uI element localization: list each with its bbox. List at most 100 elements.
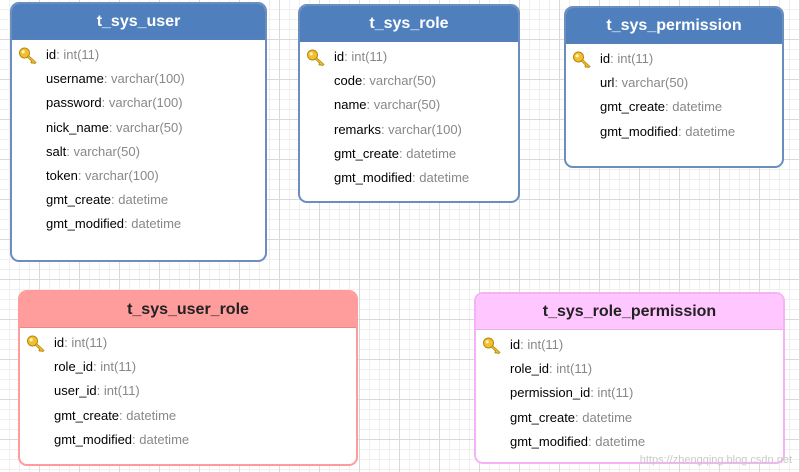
field-row[interactable]: id: int(11) bbox=[20, 331, 356, 355]
field-name: nick_name bbox=[46, 119, 109, 135]
field-name: gmt_create bbox=[54, 407, 120, 423]
field-row[interactable]: id: int(11) bbox=[476, 333, 783, 357]
field-type: : int(11) bbox=[590, 385, 634, 401]
field-name: id bbox=[600, 51, 611, 66]
field-type: : int(11) bbox=[96, 383, 140, 399]
field-type: : int(11) bbox=[64, 335, 108, 350]
field-type: : datetime bbox=[575, 409, 633, 425]
field-type: : datetime bbox=[588, 433, 646, 449]
field-row[interactable]: url: varchar(50) bbox=[566, 71, 782, 95]
field-name: username bbox=[46, 71, 104, 87]
field-type: : varchar(50) bbox=[366, 97, 441, 113]
field-name: gmt_modified bbox=[600, 123, 679, 139]
entity-t-sys-role-permission[interactable]: t_sys_role_permission id: int(11)role_id… bbox=[474, 292, 785, 464]
field-type: : varchar(50) bbox=[362, 73, 436, 89]
field-type: : varchar(100) bbox=[103, 71, 185, 87]
primary-key-icon bbox=[482, 336, 502, 355]
field-type: : int(11) bbox=[93, 359, 137, 375]
field-list: id: int(11)code: varchar(50)name: varcha… bbox=[300, 42, 518, 190]
field-row[interactable]: gmt_modified: datetime bbox=[300, 166, 518, 190]
field-type: : varchar(100) bbox=[77, 167, 159, 183]
field-name: salt bbox=[46, 143, 67, 159]
entity-title: t_sys_permission bbox=[566, 8, 782, 44]
field-type: : varchar(50) bbox=[614, 75, 689, 91]
field-name: gmt_create bbox=[46, 192, 112, 208]
field-row[interactable]: code: varchar(50) bbox=[300, 69, 518, 93]
field-row[interactable]: name: varchar(50) bbox=[300, 93, 518, 117]
field-name: id bbox=[334, 49, 345, 64]
field-type: : datetime bbox=[678, 123, 736, 139]
entity-title: t_sys_role bbox=[300, 6, 518, 42]
field-row[interactable]: gmt_modified: datetime bbox=[12, 212, 265, 236]
field-name: permission_id bbox=[510, 385, 591, 401]
field-name: id bbox=[510, 337, 521, 352]
entity-t-sys-role[interactable]: t_sys_role id: int(11)code: varchar(50)n… bbox=[298, 4, 520, 203]
field-row[interactable]: user_id: int(11) bbox=[20, 379, 356, 403]
field-row[interactable]: salt: varchar(50) bbox=[12, 140, 265, 164]
field-list: id: int(11)role_id: int(11)permission_id… bbox=[476, 330, 783, 454]
field-name: gmt_modified bbox=[54, 431, 133, 447]
field-type: : varchar(100) bbox=[380, 121, 462, 137]
field-name: role_id bbox=[54, 359, 94, 375]
field-name: gmt_create bbox=[334, 145, 400, 161]
field-row[interactable]: id: int(11) bbox=[12, 43, 265, 67]
field-row[interactable]: gmt_create: datetime bbox=[300, 142, 518, 166]
entity-t-sys-user-role[interactable]: t_sys_user_role id: int(11)role_id: int(… bbox=[18, 290, 358, 466]
field-name: gmt_create bbox=[600, 99, 666, 115]
field-type: : varchar(50) bbox=[66, 143, 140, 159]
entity-title: t_sys_role_permission bbox=[476, 294, 783, 330]
field-name: token bbox=[46, 167, 78, 183]
field-row[interactable]: id: int(11) bbox=[566, 47, 782, 71]
primary-key-icon bbox=[18, 46, 38, 65]
primary-key-icon bbox=[572, 50, 592, 69]
field-type: : datetime bbox=[111, 192, 169, 208]
field-row[interactable]: gmt_modified: datetime bbox=[476, 430, 783, 454]
entity-t-sys-permission[interactable]: t_sys_permission id: int(11)url: varchar… bbox=[564, 6, 784, 168]
field-row[interactable]: gmt_create: datetime bbox=[12, 188, 265, 212]
entity-t-sys-user[interactable]: t_sys_user id: int(11)username: varchar(… bbox=[10, 2, 267, 262]
field-type: : datetime bbox=[412, 169, 470, 185]
field-row[interactable]: role_id: int(11) bbox=[476, 357, 783, 381]
field-row[interactable]: gmt_modified: datetime bbox=[566, 120, 782, 144]
field-name: role_id bbox=[510, 361, 550, 377]
field-type: : int(11) bbox=[520, 337, 564, 352]
field-type: : int(11) bbox=[344, 49, 388, 64]
primary-key-icon bbox=[306, 48, 326, 67]
field-name: gmt_modified bbox=[510, 433, 589, 449]
entity-title: t_sys_user_role bbox=[20, 292, 356, 328]
field-name: password bbox=[46, 95, 102, 111]
primary-key-icon bbox=[26, 334, 46, 353]
field-row[interactable]: gmt_create: datetime bbox=[566, 95, 782, 119]
field-row[interactable]: password: varchar(100) bbox=[12, 91, 265, 115]
field-list: id: int(11)url: varchar(50)gmt_create: d… bbox=[566, 44, 782, 144]
field-name: gmt_create bbox=[510, 409, 576, 425]
field-name: gmt_modified bbox=[334, 169, 413, 185]
field-type: : datetime bbox=[665, 99, 723, 115]
field-row[interactable]: role_id: int(11) bbox=[20, 355, 356, 379]
field-type: : varchar(50) bbox=[108, 119, 183, 135]
field-row[interactable]: gmt_create: datetime bbox=[20, 404, 356, 428]
field-type: : int(11) bbox=[549, 361, 593, 377]
field-type: : varchar(100) bbox=[101, 95, 183, 111]
field-row[interactable]: id: int(11) bbox=[300, 45, 518, 69]
field-row[interactable]: token: varchar(100) bbox=[12, 164, 265, 188]
field-type: : int(11) bbox=[56, 47, 100, 62]
field-row[interactable]: username: varchar(100) bbox=[12, 67, 265, 91]
field-row[interactable]: permission_id: int(11) bbox=[476, 381, 783, 405]
field-type: : datetime bbox=[132, 431, 190, 447]
field-row[interactable]: remarks: varchar(100) bbox=[300, 118, 518, 142]
field-list: id: int(11)username: varchar(100)passwor… bbox=[12, 40, 265, 237]
field-row[interactable]: gmt_create: datetime bbox=[476, 406, 783, 430]
field-type: : datetime bbox=[119, 407, 177, 423]
field-row[interactable]: gmt_modified: datetime bbox=[20, 428, 356, 452]
field-list: id: int(11)role_id: int(11)user_id: int(… bbox=[20, 328, 356, 452]
field-name: name bbox=[334, 97, 367, 113]
entity-title: t_sys_user bbox=[12, 4, 265, 40]
field-name: code bbox=[334, 73, 363, 89]
field-name: gmt_modified bbox=[46, 216, 125, 232]
field-type: : datetime bbox=[399, 145, 457, 161]
field-name: url bbox=[600, 75, 615, 91]
field-type: : datetime bbox=[124, 216, 182, 232]
field-row[interactable]: nick_name: varchar(50) bbox=[12, 116, 265, 140]
field-type: : int(11) bbox=[610, 51, 654, 66]
